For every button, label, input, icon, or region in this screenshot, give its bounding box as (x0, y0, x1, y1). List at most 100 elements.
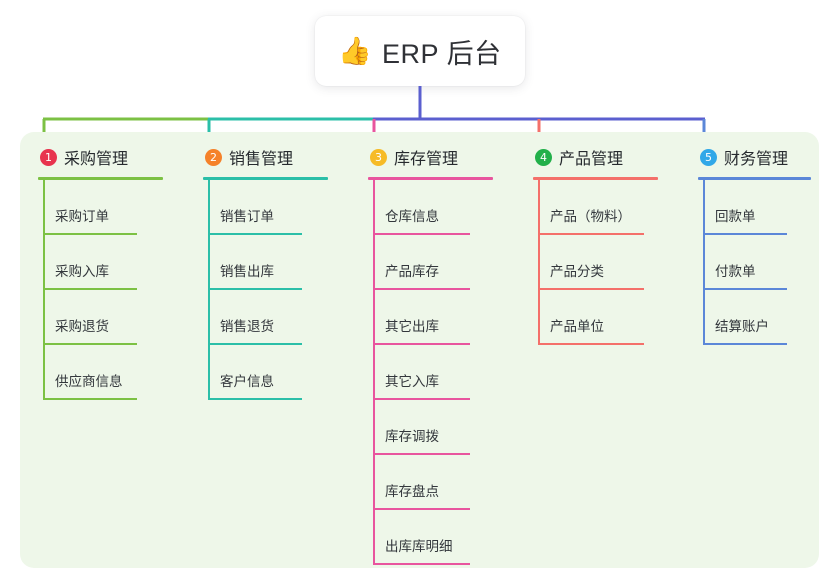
branch-item-label: 产品库存 (385, 264, 439, 279)
branch-item-rule (208, 398, 302, 400)
branch-item-label: 采购退货 (55, 319, 109, 334)
branch-item-label: 库存调拨 (385, 429, 439, 444)
branch-item-label: 采购订单 (55, 209, 109, 224)
branch-item[interactable]: 产品分类 (538, 235, 680, 290)
branch-item[interactable]: 销售出库 (208, 235, 350, 290)
branch-item[interactable]: 库存盘点 (373, 455, 515, 510)
branch-column-5: 5 财务管理回款单付款单结算账户 (680, 132, 820, 568)
branch-item[interactable]: 产品（物料） (538, 180, 680, 235)
branch-item-rule (538, 343, 644, 345)
branch-item-rule (703, 233, 787, 235)
branch-item-rule (208, 343, 302, 345)
branch-items-3: 仓库信息产品库存其它出库其它入库库存调拨库存盘点出库库明细 (373, 180, 515, 565)
branch-item-rule (538, 288, 644, 290)
branch-item[interactable]: 客户信息 (208, 345, 350, 400)
root-node-label: ERP 后台 (382, 38, 502, 69)
branch-header-4[interactable]: 4 产品管理 (533, 144, 680, 170)
branch-item[interactable]: 仓库信息 (373, 180, 515, 235)
branch-items-2: 销售订单销售出库销售退货客户信息 (208, 180, 350, 400)
branch-item[interactable]: 其它入库 (373, 345, 515, 400)
root-node-erp-backend[interactable]: 👍 ERP 后台 (315, 16, 525, 86)
branch-header-rule-3 (368, 177, 493, 180)
branch-item-label: 产品（物料） (550, 209, 631, 224)
branch-header-rule-1 (38, 177, 163, 180)
branch-header-5[interactable]: 5 财务管理 (698, 144, 820, 170)
branch-column-3: 3 库存管理仓库信息产品库存其它出库其它入库库存调拨库存盘点出库库明细 (350, 132, 515, 568)
branch-columns: 1 采购管理采购订单采购入库采购退货供应商信息 2 销售管理销售订单销售出库销售退货客… (20, 132, 819, 568)
branch-column-2: 2 销售管理销售订单销售出库销售退货客户信息 (185, 132, 350, 568)
branch-item-rule (373, 233, 470, 235)
branch-item-label: 库存盘点 (385, 484, 439, 499)
branch-item[interactable]: 其它出库 (373, 290, 515, 345)
branch-item-label: 产品单位 (550, 319, 604, 334)
branch-item-rule (373, 398, 470, 400)
branch-item[interactable]: 供应商信息 (43, 345, 185, 400)
branch-item-label: 回款单 (715, 209, 756, 224)
branch-item[interactable]: 出库库明细 (373, 510, 515, 565)
branch-header-1[interactable]: 1 采购管理 (38, 144, 185, 170)
branch-items-1: 采购订单采购入库采购退货供应商信息 (43, 180, 185, 400)
branch-item-rule (373, 288, 470, 290)
branch-title-4: 产品管理 (559, 151, 624, 168)
branch-item-label: 付款单 (715, 264, 756, 279)
branch-item[interactable]: 结算账户 (703, 290, 839, 345)
branch-item-rule (43, 398, 137, 400)
branch-badge-1: 1 (40, 148, 57, 166)
branch-badge-4: 4 (535, 148, 552, 166)
branch-item-rule (538, 233, 644, 235)
branch-item-rule (373, 508, 470, 510)
branch-item-label: 其它入库 (385, 374, 439, 389)
branch-item-rule (373, 343, 470, 345)
branch-badge-2: 2 (205, 148, 222, 166)
branch-item[interactable]: 产品单位 (538, 290, 680, 345)
branch-trunk-3 (373, 178, 375, 565)
branch-item-label: 销售出库 (220, 264, 274, 279)
branch-title-1: 采购管理 (64, 151, 129, 168)
branches-panel (20, 132, 819, 568)
branch-item-label: 出库库明细 (385, 539, 453, 554)
branch-item-label: 供应商信息 (55, 374, 123, 389)
branch-trunk-4 (538, 178, 540, 345)
branch-item[interactable]: 采购订单 (43, 180, 185, 235)
branch-items-5: 回款单付款单结算账户 (703, 180, 839, 345)
branch-item-label: 采购入库 (55, 264, 109, 279)
branch-header-rule-4 (533, 177, 658, 180)
branch-title-3: 库存管理 (394, 151, 459, 168)
branch-item-label: 客户信息 (220, 374, 274, 389)
branch-item-rule (43, 288, 137, 290)
branch-badge-3: 3 (370, 148, 387, 166)
branch-item[interactable]: 付款单 (703, 235, 839, 290)
branch-item[interactable]: 销售退货 (208, 290, 350, 345)
branch-item-label: 其它出库 (385, 319, 439, 334)
branch-item-rule (208, 233, 302, 235)
branch-item-rule (43, 343, 137, 345)
branch-title-5: 财务管理 (724, 151, 789, 168)
branch-badge-5: 5 (700, 148, 717, 166)
branch-item-label: 销售退货 (220, 319, 274, 334)
branch-header-3[interactable]: 3 库存管理 (368, 144, 515, 170)
branch-item-label: 销售订单 (220, 209, 274, 224)
branch-item-label: 产品分类 (550, 264, 604, 279)
branch-trunk-5 (703, 178, 705, 345)
branch-column-4: 4 产品管理产品（物料） 产品分类产品单位 (515, 132, 680, 568)
branch-header-2[interactable]: 2 销售管理 (203, 144, 350, 170)
branch-item[interactable]: 销售订单 (208, 180, 350, 235)
branch-item[interactable]: 回款单 (703, 180, 839, 235)
branch-item-label: 仓库信息 (385, 209, 439, 224)
branch-item[interactable]: 库存调拨 (373, 400, 515, 455)
branch-header-rule-5 (698, 177, 811, 180)
branch-column-1: 1 采购管理采购订单采购入库采购退货供应商信息 (20, 132, 185, 568)
branch-items-4: 产品（物料） 产品分类产品单位 (538, 180, 680, 345)
branch-item[interactable]: 产品库存 (373, 235, 515, 290)
branch-item-rule (373, 453, 470, 455)
thumbs-up-icon: 👍 (338, 35, 373, 67)
branch-header-rule-2 (203, 177, 328, 180)
branch-item[interactable]: 采购退货 (43, 290, 185, 345)
branch-item-label: 结算账户 (715, 319, 769, 334)
branch-item[interactable]: 采购入库 (43, 235, 185, 290)
branch-item-rule (43, 233, 137, 235)
branch-item-rule (703, 288, 787, 290)
branch-item-rule (703, 343, 787, 345)
branch-title-2: 销售管理 (229, 151, 294, 168)
